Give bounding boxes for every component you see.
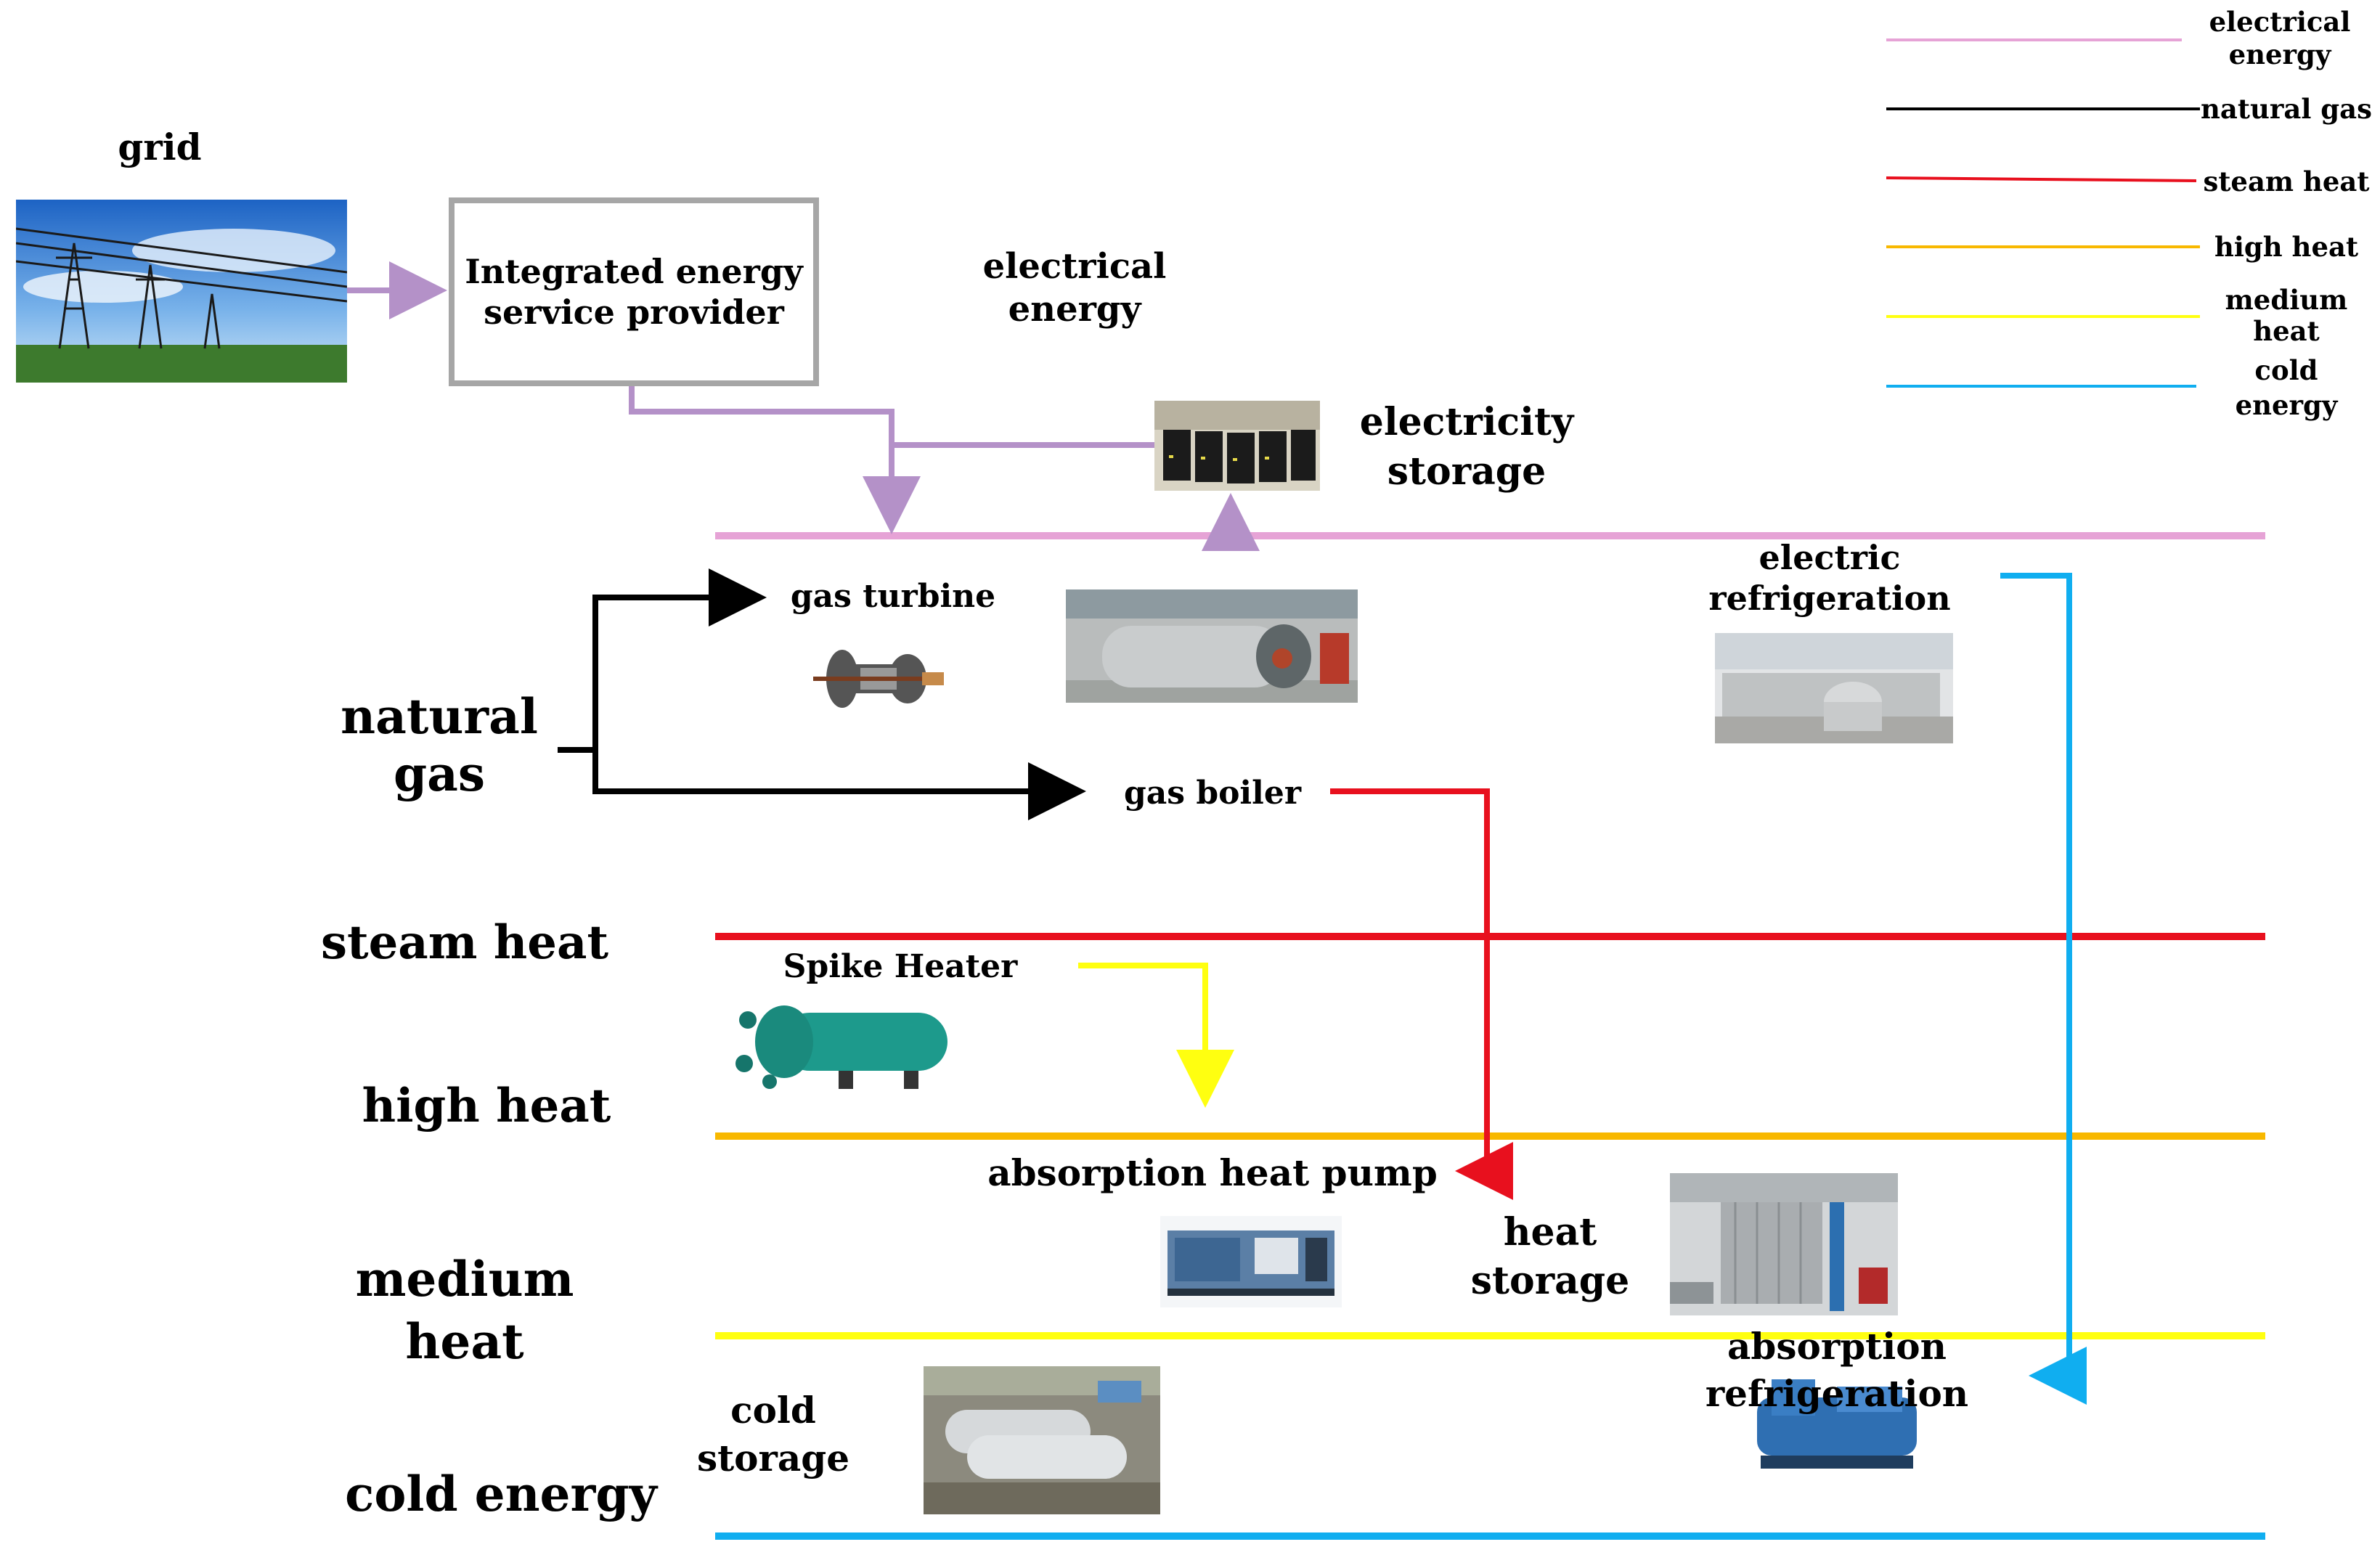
cold-storage-label: cold storage	[696, 1389, 850, 1480]
spike-heater-photo	[730, 998, 962, 1093]
gas-to-turbine-arrow	[592, 568, 767, 791]
heat-storage-photo	[1670, 1173, 1898, 1315]
gas-boiler-label: gas boiler	[1123, 775, 1302, 812]
grid-label: grid	[118, 126, 202, 168]
boiler-to-heatpump-arrow	[1330, 788, 1513, 1200]
cold-storage-tank-photo	[924, 1366, 1160, 1514]
power-grid-photo	[16, 200, 347, 383]
heat-storage-label: heat storage	[1470, 1210, 1630, 1303]
legend-line-steam	[1886, 176, 2197, 182]
electricity-storage-label: electricity storage	[1359, 400, 1574, 494]
absorption-refrigeration-label: absorption refrigeration	[1705, 1325, 1969, 1415]
gas-turbine-label: gas turbine	[790, 578, 996, 615]
legend-label-medium-heat: medium heat	[2225, 284, 2348, 347]
provider-to-bus-arrow	[629, 385, 921, 534]
legend-label-cold: cold energy	[2235, 354, 2338, 422]
gas-to-boiler-arrow	[592, 762, 1086, 820]
gas-boiler-photo	[1066, 589, 1358, 703]
legend-label-high-heat: high heat	[2214, 231, 2359, 263]
gas-turbine-photo	[791, 639, 966, 719]
legend-label-steam: steam heat	[2203, 166, 2370, 197]
battery-cabinet-photo	[1154, 401, 1320, 491]
high-heat-label: high heat	[362, 1079, 611, 1133]
provider-label: Integrated energy service provider	[465, 251, 803, 332]
medium-heat-label: medium heat	[355, 1251, 574, 1370]
cold-flow-arrow	[2000, 573, 2087, 1405]
legend-label-natural-gas: natural gas	[2201, 93, 2372, 125]
natural-gas-label: natural gas	[341, 688, 538, 803]
absorption-heat-pump-label: absorption heat pump	[987, 1151, 1438, 1194]
legend-label-electrical: electrical energy	[2209, 6, 2351, 71]
provider-box: Integrated energy service provider	[449, 197, 819, 386]
electric-refrigeration-label: electric refrigeration	[1708, 538, 1951, 619]
spike-heater-label: Spike Heater	[783, 948, 1018, 985]
absorption-chiller-photo	[1750, 1372, 1924, 1480]
heat-pump-photo	[1160, 1216, 1342, 1307]
electrical-energy-label: electrical energy	[982, 246, 1167, 330]
spike-heater-arrow	[1078, 963, 1234, 1108]
electric-chiller-photo	[1715, 633, 1953, 743]
cold-energy-label: cold energy	[345, 1466, 657, 1522]
steam-heat-label: steam heat	[320, 915, 609, 970]
